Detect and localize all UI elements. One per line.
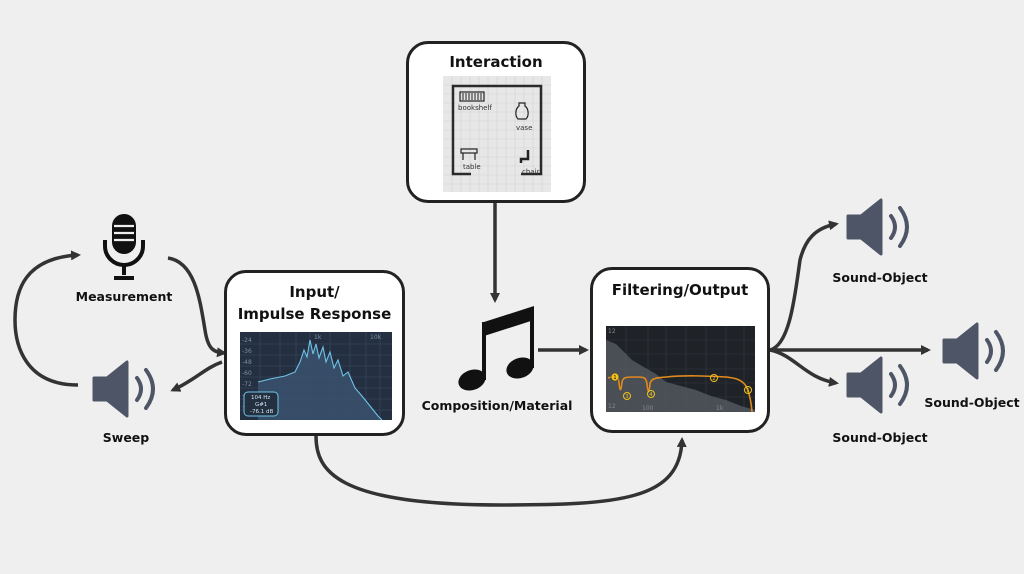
spectrum-fill — [258, 340, 382, 420]
eq-node-4-label: 4 — [649, 392, 652, 398]
x-tick-10k: 10k — [370, 334, 382, 341]
input-impulse-response-box: Input/ Impulse Response -24 -36 -48 -60 … — [224, 270, 405, 436]
filtering-output-box: Filtering/Output 1 3 4 2 5 12 1 — [590, 267, 770, 433]
readout-frequency: 104 Hz — [251, 395, 270, 401]
sweep-speaker-icon — [92, 360, 155, 418]
eq-node-2 — [710, 374, 718, 382]
eq-node-1 — [610, 372, 620, 382]
readout-note: G#1 — [255, 402, 267, 408]
arrow-input-to-filter — [314, 435, 687, 507]
bookshelf-label: bookshelf — [458, 104, 492, 112]
eq-curve-panel: 1 3 4 2 5 12 12 100 1k — [606, 326, 755, 412]
eq-node-5 — [744, 386, 752, 394]
y-tick-2: -36 — [242, 348, 252, 355]
eq-node-3-label: 3 — [625, 394, 628, 400]
sound-object-speaker-top-icon — [846, 198, 909, 256]
y-tick-5: -72 — [242, 381, 252, 388]
eq-x-tick-100: 100 — [642, 405, 654, 412]
eq-y-tick-top: 12 — [608, 328, 616, 335]
y-tick-3: -48 — [242, 359, 252, 366]
arrow-filter-to-sound-bottom — [769, 348, 839, 387]
chair-label: chair — [522, 168, 540, 176]
music-note-icon — [458, 306, 534, 391]
eq-node-3 — [623, 392, 631, 400]
sound-object-right-label: Sound-Object — [924, 395, 1020, 410]
eq-node-2-label: 2 — [712, 376, 715, 382]
eq-y-tick-bottom: 12 — [608, 403, 616, 410]
microphone-icon — [103, 214, 145, 280]
vase-icon: vase — [515, 102, 532, 132]
input-title-line2: Impulse Response — [237, 305, 392, 323]
sound-object-top-label: Sound-Object — [832, 270, 928, 285]
y-tick-1: -24 — [242, 337, 252, 344]
arrow-mic-to-input — [167, 256, 227, 358]
filter-title: Filtering/Output — [611, 281, 749, 299]
table-label: table — [463, 163, 481, 171]
y-tick-4: -60 — [242, 370, 252, 377]
eq-spectrum-fill — [606, 340, 755, 412]
eq-node-5-label: 5 — [746, 388, 749, 394]
interaction-title: Interaction — [449, 53, 543, 71]
sound-object-speaker-right-icon — [942, 322, 1005, 380]
bookshelf-icon: bookshelf — [458, 91, 492, 112]
eq-node-4 — [647, 390, 655, 398]
eq-node-1-label: 1 — [613, 375, 616, 381]
arrow-input-to-sweep — [170, 360, 223, 392]
interaction-box: Interaction bookshelf vase table — [406, 41, 586, 203]
room-walls — [451, 84, 543, 176]
readout-level: -76.1 dB — [250, 409, 273, 415]
measurement-label: Measurement — [75, 289, 173, 304]
arrow-filter-to-sound-top — [769, 220, 839, 352]
input-title-line1: Input/ — [289, 283, 340, 301]
sweep-label: Sweep — [102, 430, 150, 445]
sound-object-bottom-label: Sound-Object — [832, 430, 928, 445]
vase-label: vase — [516, 124, 532, 132]
spectrum-line — [257, 339, 383, 420]
readout-box — [243, 391, 279, 417]
sound-object-speaker-bottom-icon — [846, 356, 909, 414]
table-icon: table — [460, 148, 481, 171]
arrow-sweep-to-mic — [13, 250, 81, 387]
impulse-spectrum-panel: -24 -36 -48 -60 -72 -84 -96 1k 10k 104 H… — [240, 332, 392, 420]
eq-x-tick-1k: 1k — [716, 405, 724, 412]
composition-label: Composition/Material — [421, 398, 573, 413]
chair-icon: chair — [519, 150, 540, 176]
room-floorplan: bookshelf vase table chair — [443, 76, 551, 192]
x-tick-1k: 1k — [314, 334, 322, 341]
